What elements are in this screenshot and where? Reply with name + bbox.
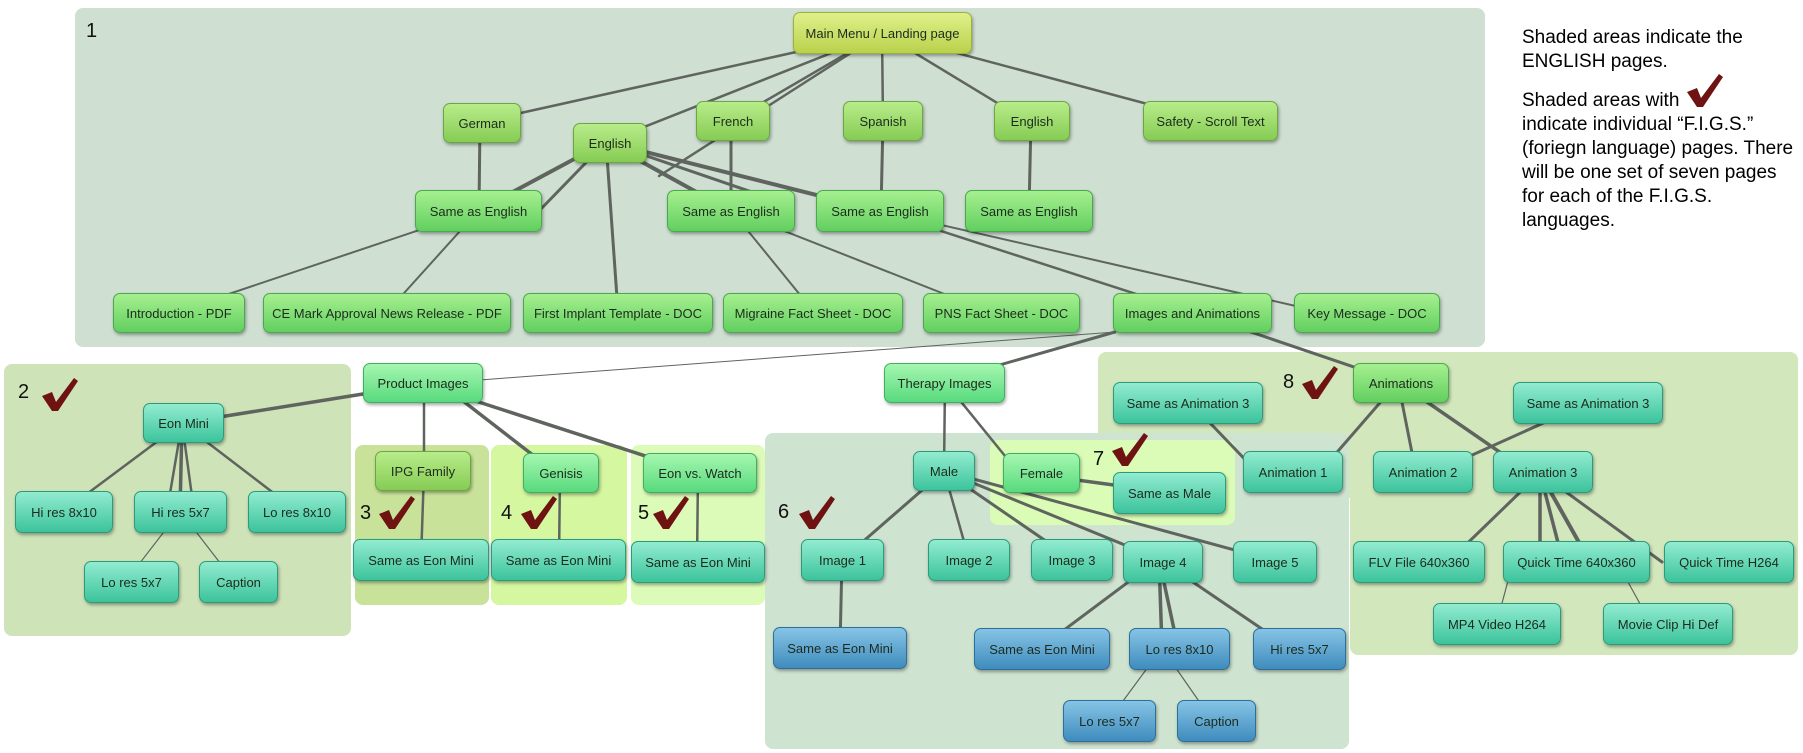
node-image-3[interactable]: Image 3 — [1031, 539, 1113, 581]
node-product-images[interactable]: Product Images — [363, 363, 483, 403]
node-caption-b[interactable]: Caption — [1177, 700, 1256, 742]
node-same-as-english-2[interactable]: Same as English — [667, 190, 795, 232]
node-eon-vs-watch[interactable]: Eon vs. Watch — [643, 453, 757, 493]
region-number-2: 2 — [18, 381, 30, 403]
node-same-as-english-4[interactable]: Same as English — [965, 190, 1093, 232]
node-animation-2[interactable]: Animation 2 — [1373, 451, 1473, 493]
node-same-as-male[interactable]: Same as Male — [1113, 472, 1226, 514]
node-hi-res-5x7-b[interactable]: Hi res 5x7 — [1253, 628, 1346, 670]
node-movie-clip[interactable]: Movie Clip Hi Def — [1603, 603, 1733, 645]
node-same-as-english-3[interactable]: Same as English — [816, 190, 944, 232]
node-ce-mark[interactable]: CE Mark Approval News Release - PDF — [263, 293, 511, 333]
edge — [604, 140, 620, 314]
node-key-message[interactable]: Key Message - DOC — [1294, 293, 1440, 333]
node-safety[interactable]: Safety - Scroll Text — [1143, 101, 1278, 141]
check-icon — [1112, 433, 1148, 466]
node-same-as-eon-mini-5[interactable]: Same as Eon Mini — [974, 628, 1110, 670]
region-number-7: 7 — [1093, 448, 1105, 470]
node-images-and-animations[interactable]: Images and Animations — [1113, 293, 1272, 333]
region-number-4: 4 — [501, 502, 513, 524]
node-animation-1[interactable]: Animation 1 — [1243, 451, 1343, 493]
region-number-8: 8 — [1283, 371, 1295, 393]
edge — [657, 31, 884, 178]
region-number-1: 1 — [86, 20, 98, 42]
check-icon — [42, 378, 78, 411]
check-icon — [379, 496, 415, 529]
node-female[interactable]: Female — [1003, 453, 1080, 493]
node-image-4[interactable]: Image 4 — [1123, 541, 1203, 583]
node-lo-res-8x10-b[interactable]: Lo res 8x10 — [1129, 628, 1230, 670]
node-same-as-eon-mini-3[interactable]: Same as Eon Mini — [631, 541, 765, 583]
note-figs-after: indicate individual “F.I.G.S.” (foriegn … — [1522, 114, 1794, 231]
node-same-as-eon-mini-2[interactable]: Same as Eon Mini — [491, 539, 626, 581]
node-migraine[interactable]: Migraine Fact Sheet - DOC — [723, 293, 903, 333]
node-male[interactable]: Male — [913, 451, 975, 491]
node-image-1[interactable]: Image 1 — [801, 539, 884, 581]
node-introduction[interactable]: Introduction - PDF — [113, 293, 245, 333]
node-lo-res-8x10[interactable]: Lo res 8x10 — [248, 491, 346, 533]
node-spanish[interactable]: Spanish — [843, 101, 923, 141]
node-flv[interactable]: FLV File 640x360 — [1353, 541, 1485, 583]
node-animation-3[interactable]: Animation 3 — [1493, 451, 1593, 493]
node-image-5[interactable]: Image 5 — [1233, 541, 1317, 583]
node-eon-mini[interactable]: Eon Mini — [143, 403, 224, 443]
note-english-pages: Shaded areas indicate the ENGLISH pages. — [1522, 27, 1743, 72]
node-same-as-eon-mini-1[interactable]: Same as Eon Mini — [353, 539, 489, 581]
note-figs-before: Shaded areas with — [1522, 90, 1680, 111]
node-english-right[interactable]: English — [994, 101, 1070, 141]
edge — [942, 469, 1277, 563]
node-same-as-eon-mini-4[interactable]: Same as Eon Mini — [773, 627, 907, 669]
region-number-6: 6 — [778, 501, 790, 523]
node-quicktime-640[interactable]: Quick Time 640x360 — [1503, 541, 1650, 583]
node-quicktime-h264[interactable]: Quick Time H264 — [1664, 541, 1794, 583]
node-genisis[interactable]: Genisis — [523, 453, 599, 493]
node-first-implant[interactable]: First Implant Template - DOC — [523, 293, 713, 333]
node-animations[interactable]: Animations — [1353, 363, 1449, 403]
node-image-2[interactable]: Image 2 — [928, 539, 1010, 581]
node-german[interactable]: German — [443, 103, 521, 143]
node-same-as-english-1[interactable]: Same as English — [415, 190, 542, 232]
node-french[interactable]: French — [696, 101, 770, 141]
legend-notes: Shaded areas indicate the ENGLISH pages.… — [1522, 26, 1802, 245]
node-main-menu[interactable]: Main Menu / Landing page — [793, 12, 972, 54]
edge — [479, 331, 1116, 381]
region-1 — [75, 8, 1485, 347]
node-hi-res-5x7[interactable]: Hi res 5x7 — [134, 491, 227, 533]
node-english-left[interactable]: English — [573, 123, 647, 163]
node-mp4[interactable]: MP4 Video H264 — [1433, 603, 1561, 645]
node-caption[interactable]: Caption — [199, 561, 278, 603]
node-lo-res-5x7[interactable]: Lo res 5x7 — [84, 561, 179, 603]
region-number-3: 3 — [360, 502, 372, 524]
check-icon — [521, 496, 557, 529]
check-icon — [1686, 74, 1723, 107]
check-icon — [799, 496, 835, 529]
node-same-as-animation-3-b[interactable]: Same as Animation 3 — [1513, 382, 1663, 424]
node-same-as-animation-3-a[interactable]: Same as Animation 3 — [1113, 382, 1263, 424]
check-icon — [653, 496, 689, 529]
check-icon — [1302, 366, 1338, 399]
node-pns[interactable]: PNS Fact Sheet - DOC — [923, 293, 1080, 333]
note-figs-pages: Shaded areas with indicate individual “F… — [1522, 74, 1802, 233]
region-number-5: 5 — [638, 502, 650, 524]
node-lo-res-5x7-b[interactable]: Lo res 5x7 — [1063, 700, 1156, 742]
node-hi-res-8x10[interactable]: Hi res 8x10 — [15, 491, 113, 533]
node-ipg-family[interactable]: IPG Family — [375, 451, 471, 491]
node-therapy-images[interactable]: Therapy Images — [884, 363, 1005, 403]
